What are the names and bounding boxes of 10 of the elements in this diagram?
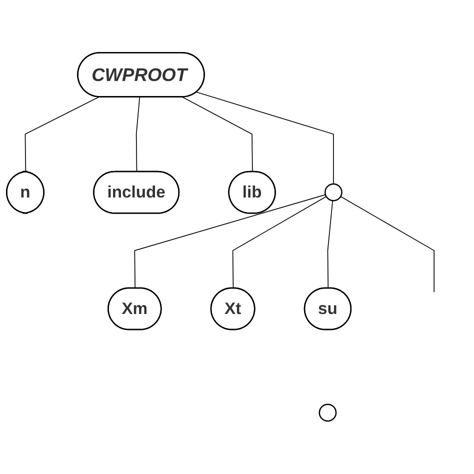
connector bbox=[327, 200, 334, 289]
connector bbox=[340, 196, 434, 293]
connector bbox=[136, 96, 140, 173]
connector bbox=[196, 92, 334, 185]
node-circle bbox=[324, 184, 342, 202]
connector bbox=[182, 96, 253, 173]
connector bbox=[232, 196, 327, 289]
connector bbox=[24, 96, 100, 173]
node-circle bbox=[318, 404, 337, 422]
connector bbox=[134, 194, 326, 289]
